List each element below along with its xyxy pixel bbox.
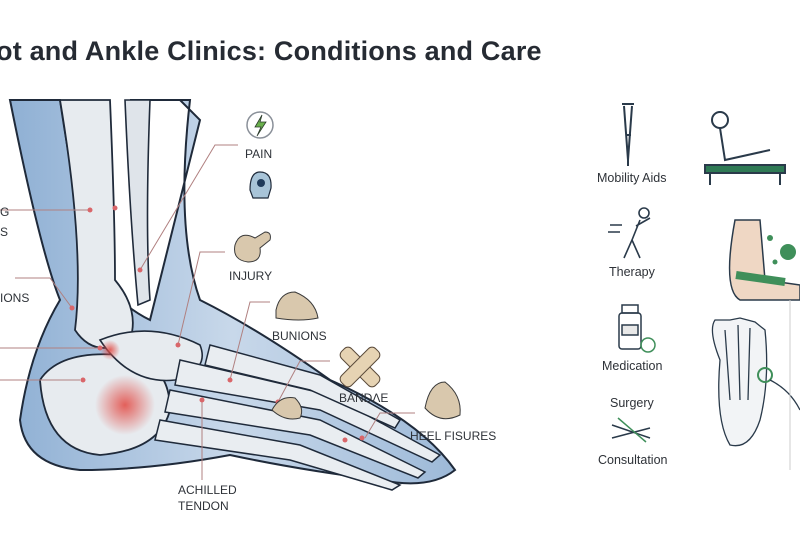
surgical-tools-icon — [611, 417, 651, 443]
marker-dots — [69, 205, 365, 443]
fibula-bone — [124, 99, 151, 307]
medication-bottle-icon — [618, 304, 656, 353]
crutch-icon — [622, 103, 634, 166]
therapy-person-icon — [608, 207, 651, 259]
label-achilles-line2: TENDON — [178, 499, 229, 513]
label-injury: INJURY — [229, 269, 273, 283]
partial-label-2: S — [0, 225, 9, 239]
bunion-icon — [275, 291, 319, 321]
inflammation-heel — [95, 375, 155, 435]
partial-label-3: IONS — [0, 291, 30, 305]
lightning-icon — [246, 111, 274, 139]
page-title: ot and Ankle Clinics: Conditions and Car… — [0, 36, 542, 66]
metatarsal-bones — [154, 344, 442, 491]
inflammation-ankle — [100, 340, 120, 360]
head-pain-icon — [249, 171, 272, 199]
label-pain: PAIN — [245, 147, 273, 161]
label-bandage: BANDΛE — [339, 391, 389, 405]
foot-skeleton-hand-icon — [711, 317, 800, 447]
label-achilles-tendon: ACHILLED TENDON — [178, 482, 237, 514]
care-surgery: Surgery — [610, 396, 654, 410]
care-consultation: Consultation — [598, 453, 668, 467]
leader-lines — [0, 144, 415, 480]
partial-label-1: G — [0, 205, 10, 219]
therapy-equipment-icon — [704, 111, 786, 185]
care-mobility-aids: Mobility Aids — [597, 171, 667, 185]
care-medication: Medication — [602, 359, 663, 373]
bandage-icon — [339, 346, 381, 388]
bone-injury-icon — [234, 231, 271, 263]
bunion-on-foot-icon — [271, 397, 303, 420]
label-heel-fissures: HEEL FISURES — [410, 429, 497, 443]
label-achilles-line1: ACHILLED — [178, 483, 237, 497]
heel-fissure-icon — [424, 381, 461, 420]
ankle-brace-icon — [728, 219, 800, 301]
label-bunions: BUNIONS — [272, 329, 327, 343]
care-therapy: Therapy — [609, 265, 655, 279]
